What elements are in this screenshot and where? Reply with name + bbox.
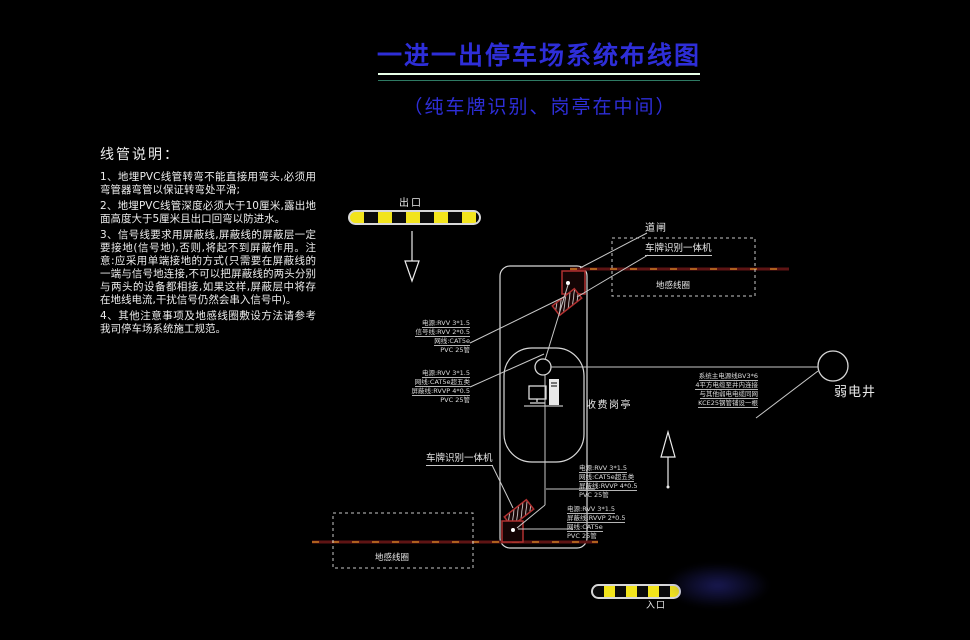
weak-current-well-icon	[817, 350, 849, 382]
toll-booth-label: 收费岗亭	[586, 400, 632, 411]
drawing-subtitle: （纯车牌识别、岗亭在中间）	[403, 96, 677, 118]
spec-line: 电源:RVV 3*1.5	[579, 464, 628, 473]
spec-line: 电源:RVV 3*1.5	[421, 319, 470, 328]
note-item-2: 2、地埋PVC线管深度必须大于10厘米,露出地面高度大于5厘米且出口回弯以防进水…	[100, 200, 316, 225]
conduit-notes: 线管说明： 1、地埋PVC线管转弯不能直接用弯头,必须用弯管器弯管以保证转弯处平…	[100, 144, 316, 339]
spec-line: 电源:RVV 3*1.5	[567, 505, 616, 514]
spec-line: 屏蔽线:RVVP 4*0.5	[411, 387, 470, 396]
loop-exit-label: 地感线圈	[656, 281, 691, 291]
watermark-smudge	[665, 563, 770, 608]
spec-line: 网线:CAT5e	[567, 523, 603, 532]
barrier-arm-exit	[348, 210, 481, 225]
power-note-line: 系统主电源线BV3*6	[698, 372, 758, 381]
loop-zone-exit	[611, 237, 756, 297]
spec-line: 网线:CAT5e	[434, 337, 470, 346]
wire-spec-exit-booth: 电源:RVV 3*1.5 网线:CAT5e超五类 屏蔽线:RVVP 4*0.5 …	[406, 370, 470, 405]
title-underline-bottom	[378, 80, 700, 81]
barrier-gate-label: 道闸	[645, 223, 667, 234]
notes-heading: 线管说明：	[100, 147, 180, 163]
spec-line: PVC 25管	[579, 491, 609, 499]
weak-current-well-label: 弱电井	[834, 385, 877, 400]
spec-line: 信号线:RVV 2*0.5	[415, 328, 470, 337]
leader-lines	[469, 232, 819, 530]
title-underline-top	[378, 73, 700, 75]
wire-spec-entry-camera: 电源:RVV 3*1.5 屏蔽线:RVVP 2*0.5 网线:CAT5e PVC…	[567, 506, 633, 541]
spec-line: 网线:CAT5e超五类	[414, 378, 470, 387]
exit-direction-arrow	[404, 231, 420, 283]
loop-zone-entry	[332, 512, 474, 569]
conduit-junction	[534, 358, 552, 376]
power-note-line: 4平方电缆至井内连接	[695, 381, 758, 390]
entry-direction-arrow	[660, 429, 676, 489]
spec-line: PVC 25管	[567, 532, 597, 540]
spec-line: 电源:RVV 3*1.5	[421, 369, 470, 378]
exit-label: 出口	[399, 198, 423, 209]
lpr-camera-entry-icon	[501, 498, 535, 543]
lpr-camera-entry-label: 车牌识别一体机	[426, 450, 493, 466]
lane-outline	[499, 265, 588, 549]
spec-line: 屏蔽线:RVVP 2*0.5	[567, 514, 626, 523]
note-item-3: 3、信号线要求用屏蔽线,屏蔽线的屏蔽层一定要接地(信号地),否则,将起不到屏蔽作…	[100, 229, 316, 306]
loop-entry-label: 地感线圈	[375, 553, 410, 563]
conduit-lines	[516, 284, 818, 529]
spec-line: PVC 25管	[440, 396, 470, 404]
main-power-note: 系统主电源线BV3*6 4平方电缆至井内连接 与其他弱电电缆同网 KCE25钢管…	[684, 373, 758, 409]
computer-icon	[524, 379, 563, 407]
entrance-label: 入口	[646, 601, 667, 611]
drawing-title: 一进一出停车场系统布线图	[376, 41, 701, 70]
power-note-line: KCE25钢管铺设一根	[698, 399, 758, 408]
lpr-camera-exit-icon	[551, 270, 586, 317]
note-item-4: 4、其他注意事项及地感线圈敷设方法请参考我司停车场系统施工规范。	[100, 310, 316, 335]
wire-spec-exit-camera: 电源:RVV 3*1.5 信号线:RVV 2*0.5 网线:CAT5e PVC …	[406, 320, 470, 355]
power-note-line: 与其他弱电电缆同网	[699, 390, 758, 399]
spec-line: 屏蔽线:RVVP 4*0.5	[579, 482, 638, 491]
note-item-1: 1、地埋PVC线管转弯不能直接用弯头,必须用弯管器弯管以保证转弯处平滑;	[100, 171, 316, 196]
lpr-camera-exit-label: 车牌识别一体机	[645, 240, 712, 256]
spec-line: 网线:CAT5e超五类	[579, 473, 635, 482]
wire-spec-entry-booth: 电源:RVV 3*1.5 网线:CAT5e超五类 屏蔽线:RVVP 4*0.5 …	[579, 465, 649, 500]
spec-line: PVC 25管	[440, 346, 470, 354]
